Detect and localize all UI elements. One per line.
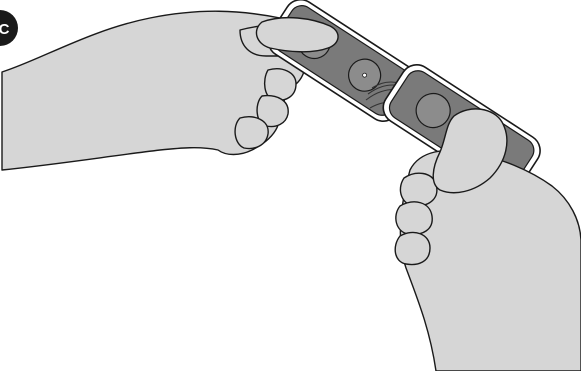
remote-control-icon	[255, 0, 417, 122]
step-badge-circle	[0, 10, 18, 46]
step-badge-label: C	[0, 21, 10, 38]
right-hand-icon	[394, 108, 581, 371]
left-remote-led	[362, 72, 368, 78]
step-badge: C	[0, 10, 18, 46]
right-remote-button-1	[415, 92, 451, 129]
